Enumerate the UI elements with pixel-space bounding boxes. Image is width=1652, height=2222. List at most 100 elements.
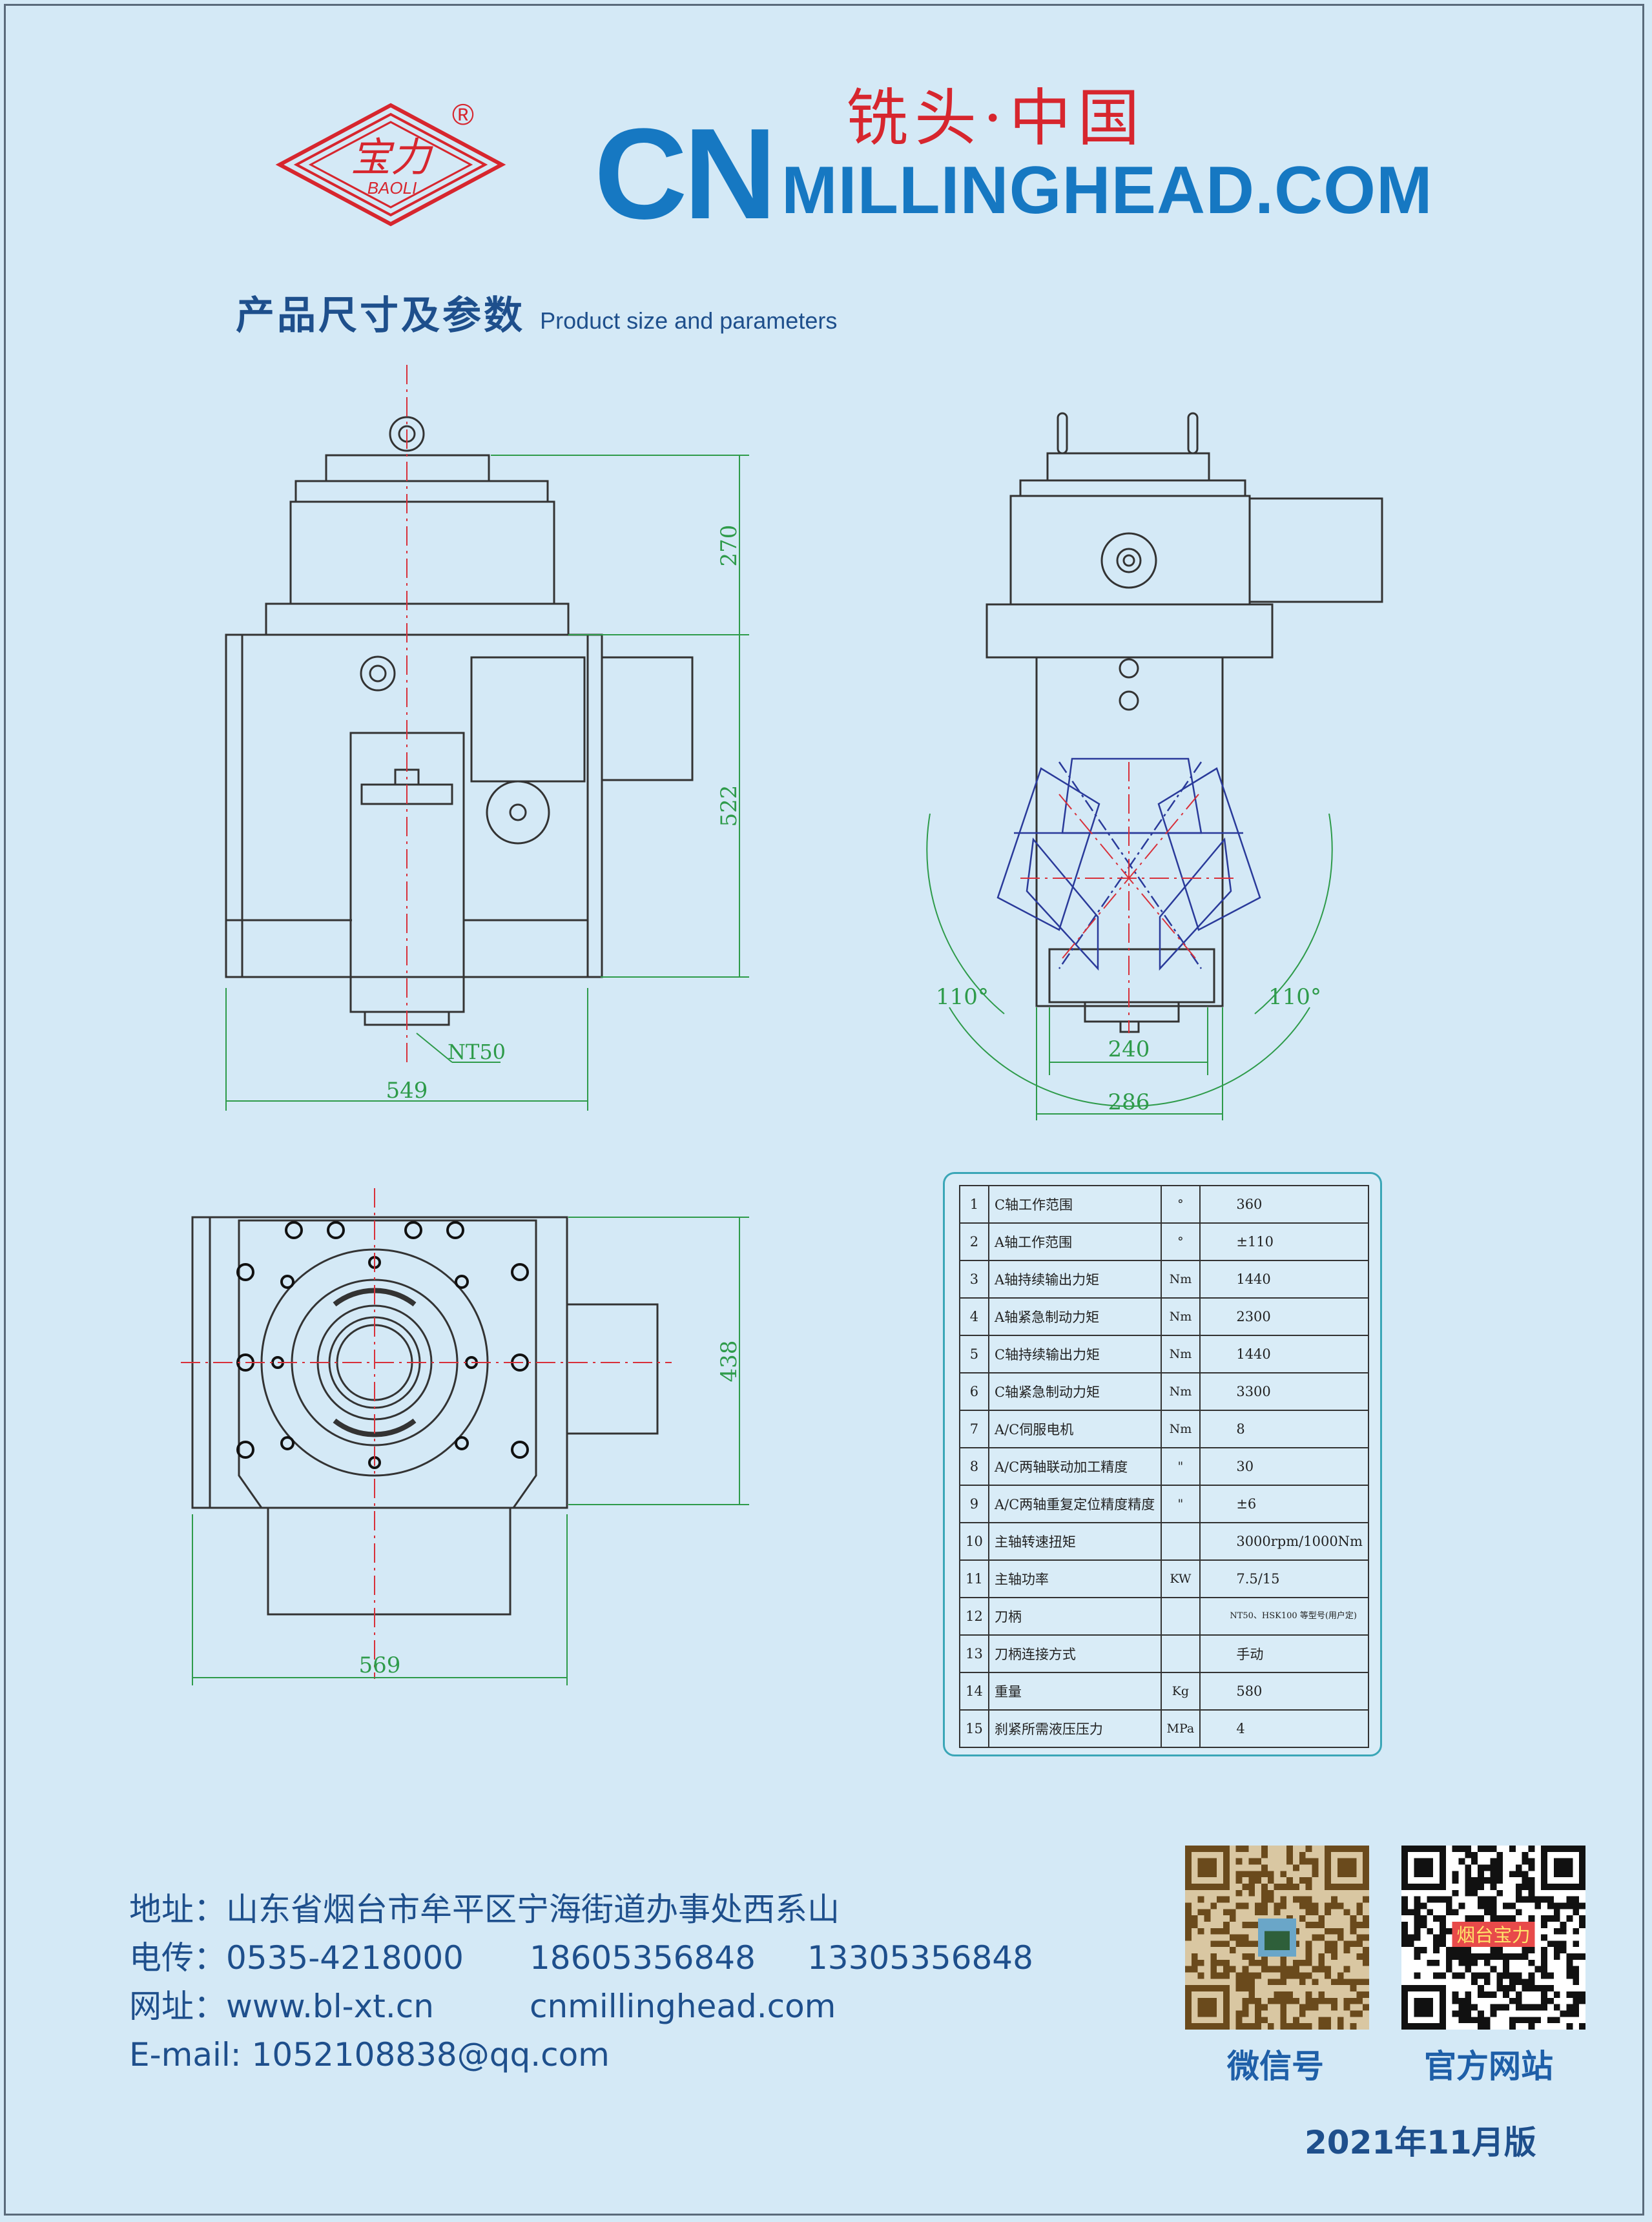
spec-value: 30 xyxy=(1199,1447,1369,1486)
spec-unit xyxy=(1160,1522,1201,1561)
spec-no: 10 xyxy=(959,1522,989,1561)
dim-tool-nt50: NT50 xyxy=(448,1040,506,1064)
spec-no: 3 xyxy=(959,1260,989,1299)
bottom-centerlines xyxy=(181,1188,672,1679)
spec-unit: Nm xyxy=(1160,1297,1201,1336)
baoli-logo: 宝力 BAOLI xyxy=(275,103,506,227)
spec-value: 2300 xyxy=(1199,1297,1369,1336)
phone-2: 18605356848 xyxy=(530,1939,756,1977)
contact-web: 网址：www.bl-xt.cn cnmillinghead.com xyxy=(129,1982,1033,2031)
spec-no: 4 xyxy=(959,1297,989,1336)
email-label: E-mail: xyxy=(129,2036,242,2073)
wechat-label: 微信号 xyxy=(1227,2048,1324,2085)
side-view xyxy=(986,412,1383,1033)
spec-name: A/C两轴重复定位精度精度 xyxy=(987,1485,1162,1523)
spec-name: C轴持续输出力矩 xyxy=(987,1335,1162,1373)
spec-no: 13 xyxy=(959,1634,989,1673)
spec-no: 1 xyxy=(959,1185,989,1224)
spec-name: 主轴功率 xyxy=(987,1559,1162,1598)
spec-unit: " xyxy=(1160,1447,1201,1486)
web-label: 网址： xyxy=(129,1988,226,2025)
registered-mark: ® xyxy=(452,98,474,131)
spec-unit: KW xyxy=(1160,1559,1201,1598)
spec-no: 15 xyxy=(959,1709,989,1748)
section-title: 产品尺寸及参数 Product size and parameters xyxy=(236,284,837,340)
wechat-qr-code xyxy=(1185,1846,1369,2030)
web-link-2[interactable]: cnmillinghead.com xyxy=(530,1988,836,2025)
contact-info: 地址：山东省烟台市牟平区宁海街道办事处西系山 电传：0535-4218000 18… xyxy=(129,1886,1033,2079)
spec-value: ±110 xyxy=(1199,1222,1369,1261)
address-value: 山东省烟台市牟平区宁海街道办事处西系山 xyxy=(226,1891,840,1928)
side-rotation-envelope xyxy=(996,757,1261,971)
spec-value: 手动 xyxy=(1199,1634,1369,1673)
brand-prefix: CN xyxy=(594,102,777,246)
dim-front-270: 270 xyxy=(716,525,742,567)
page-frame xyxy=(4,4,1644,2216)
spec-value: 580 xyxy=(1199,1672,1369,1711)
spec-value: 7.5/15 xyxy=(1199,1559,1369,1598)
bottom-view xyxy=(191,1216,659,1616)
spec-no: 5 xyxy=(959,1335,989,1373)
spec-value: NT50、HSK100 等型号(用户定) xyxy=(1199,1597,1369,1636)
spec-name: A/C伺服电机 xyxy=(987,1410,1162,1448)
dim-side-angle-left: 110° xyxy=(936,984,989,1010)
spec-value: 4 xyxy=(1199,1709,1369,1748)
qr-site-overlay: 烟台宝力 xyxy=(1456,1924,1530,1946)
contact-email: E-mail:1052108838@qq.com xyxy=(129,2031,1033,2079)
front-dimensions xyxy=(225,455,749,1111)
spec-name: 刹紧所需液压压力 xyxy=(987,1709,1162,1748)
dim-side-240: 240 xyxy=(1108,1036,1150,1062)
spec-value: 1440 xyxy=(1199,1335,1369,1373)
spec-no: 8 xyxy=(959,1447,989,1486)
spec-name: C轴工作范围 xyxy=(987,1185,1162,1224)
website-qr-code: 烟台宝力 xyxy=(1401,1846,1585,2030)
dim-side-angle-right: 110° xyxy=(1268,984,1321,1010)
dim-front-549: 549 xyxy=(386,1078,428,1104)
spec-value: 3300 xyxy=(1199,1372,1369,1411)
address-label: 地址： xyxy=(129,1891,226,1928)
web-link-1[interactable]: www.bl-xt.cn xyxy=(226,1988,434,2025)
spec-unit: Nm xyxy=(1160,1260,1201,1299)
dim-bottom-438: 438 xyxy=(716,1341,742,1383)
spec-no: 12 xyxy=(959,1597,989,1636)
spec-unit: ° xyxy=(1160,1222,1201,1261)
front-view xyxy=(225,416,694,1026)
spec-unit xyxy=(1160,1634,1201,1673)
spec-no: 14 xyxy=(959,1672,989,1711)
spec-name: C轴紧急制动力矩 xyxy=(987,1372,1162,1411)
edition-date: 2021年11月版 xyxy=(1305,2124,1536,2161)
phone-1: 0535-4218000 xyxy=(226,1939,464,1977)
spec-unit: Nm xyxy=(1160,1372,1201,1411)
email-value[interactable]: 1052108838@qq.com xyxy=(251,2036,610,2073)
dim-front-522: 522 xyxy=(716,785,742,827)
spec-name: A轴持续输出力矩 xyxy=(987,1260,1162,1299)
spec-value: ±6 xyxy=(1199,1485,1369,1523)
logo-sub: BAOLI xyxy=(367,178,417,198)
spec-unit: Nm xyxy=(1160,1335,1201,1373)
spec-no: 11 xyxy=(959,1559,989,1598)
phone-label: 电传： xyxy=(129,1939,226,1977)
section-title-zh: 产品尺寸及参数 xyxy=(236,293,525,338)
spec-unit: " xyxy=(1160,1485,1201,1523)
spec-name: 主轴转速扭矩 xyxy=(987,1522,1162,1561)
spec-unit: Nm xyxy=(1160,1410,1201,1448)
side-dimensions xyxy=(926,813,1333,1120)
bottom-bolts xyxy=(236,1221,529,1469)
brand-chinese: 铣头·中国 xyxy=(846,82,1146,154)
